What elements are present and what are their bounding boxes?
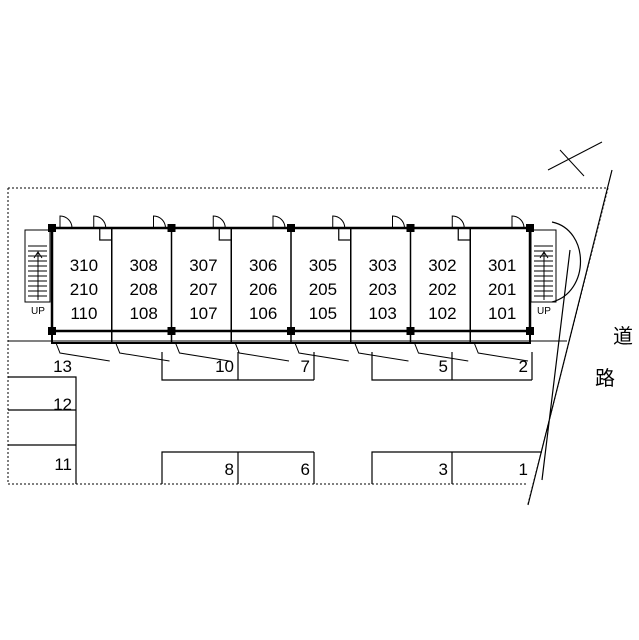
unit-number-bottom: 105	[309, 304, 337, 323]
column	[526, 224, 534, 232]
balcony-line	[55, 342, 110, 362]
column	[406, 327, 415, 335]
door-icon	[451, 215, 465, 229]
door-icon	[392, 215, 405, 229]
road-label-char-1: 道	[613, 324, 633, 348]
balcony-line	[234, 342, 290, 362]
parking-space-number: 11	[54, 455, 72, 474]
right-stairs: UP	[530, 221, 582, 317]
unit-number-mid: 202	[428, 280, 456, 299]
unit-number-top: 303	[368, 256, 396, 275]
unit-number-bottom: 103	[368, 304, 396, 323]
door-icon	[212, 215, 226, 229]
column	[526, 327, 534, 335]
balcony-line	[115, 342, 170, 362]
unit-number-mid: 210	[70, 280, 98, 299]
parking-space-number: 10	[215, 357, 234, 376]
upper-parking-lines-left	[161, 352, 315, 381]
parking-space-number: 7	[301, 357, 310, 376]
left-parking-lines	[8, 376, 77, 484]
unit-number-mid: 201	[488, 280, 516, 299]
unit-number-bottom: 101	[488, 304, 516, 323]
parking-space-number: 13	[53, 357, 72, 376]
unit-number-bottom: 107	[189, 304, 217, 323]
left-stairs: UP	[24, 229, 51, 317]
meter-box	[338, 227, 352, 241]
door-icon	[153, 215, 166, 229]
site-boundary	[7, 187, 609, 505]
balcony-line	[473, 342, 529, 362]
apartment-building: 310 210 110 308 208 108 307 207 107 306 206 106 305 2…	[48, 215, 534, 362]
unit-number-mid: 203	[368, 280, 396, 299]
unit-number-bottom: 108	[129, 304, 157, 323]
up-arrow-icon	[33, 250, 43, 300]
unit-number-top: 302	[428, 256, 456, 275]
unit-number-mid: 208	[129, 280, 157, 299]
unit-number-top: 306	[249, 256, 277, 275]
parking-space-number: 1	[519, 460, 528, 479]
unit-number-bottom: 106	[249, 304, 277, 323]
unit-number-top: 308	[129, 256, 157, 275]
unit-number-top: 310	[70, 256, 98, 275]
door-icon	[272, 215, 286, 229]
door-icon	[332, 215, 346, 229]
balcony-line	[294, 342, 349, 362]
parking-space-number: 12	[53, 395, 72, 414]
meter-box	[99, 227, 113, 241]
unit-number-top: 305	[309, 256, 337, 275]
meter-box	[218, 227, 232, 241]
column	[167, 224, 176, 232]
unit-number-mid: 207	[189, 280, 217, 299]
door-icon	[93, 215, 107, 229]
door-icon	[511, 215, 525, 229]
parking-space-number: 3	[439, 460, 448, 479]
balcony-line	[175, 342, 230, 362]
road-label-char-2: 路	[595, 366, 615, 390]
parking-space-number: 5	[439, 357, 448, 376]
column	[406, 224, 415, 232]
balcony-line	[354, 342, 409, 362]
parking-space-number: 8	[225, 460, 234, 479]
unit-number-bottom: 110	[70, 304, 97, 323]
unit-number-top: 301	[488, 256, 516, 275]
right-stairs-up-label: UP	[537, 306, 551, 317]
door-icon	[59, 215, 73, 229]
upper-parking-lines-right	[371, 352, 533, 381]
parking-space-number: 6	[301, 460, 310, 479]
unit-number-mid: 206	[249, 280, 277, 299]
up-arrow-icon	[539, 250, 549, 300]
unit-number-top: 307	[189, 256, 217, 275]
column	[48, 327, 56, 335]
lower-parking-lines-left	[161, 451, 315, 484]
column	[48, 224, 56, 232]
parking-area: 13 12 11 10 7 5 2 8 6 3 1	[8, 352, 542, 484]
unit-number-bottom: 102	[428, 304, 456, 323]
unit-number-mid: 205	[309, 280, 337, 299]
column	[167, 327, 176, 335]
lower-parking-lines-right	[371, 451, 542, 484]
parking-space-number: 2	[519, 357, 528, 376]
column	[287, 224, 295, 232]
road-edge	[527, 169, 613, 506]
meter-box	[457, 227, 471, 241]
left-stairs-up-label: UP	[31, 306, 45, 317]
north-arrow-icon	[547, 141, 603, 177]
column	[287, 327, 295, 335]
